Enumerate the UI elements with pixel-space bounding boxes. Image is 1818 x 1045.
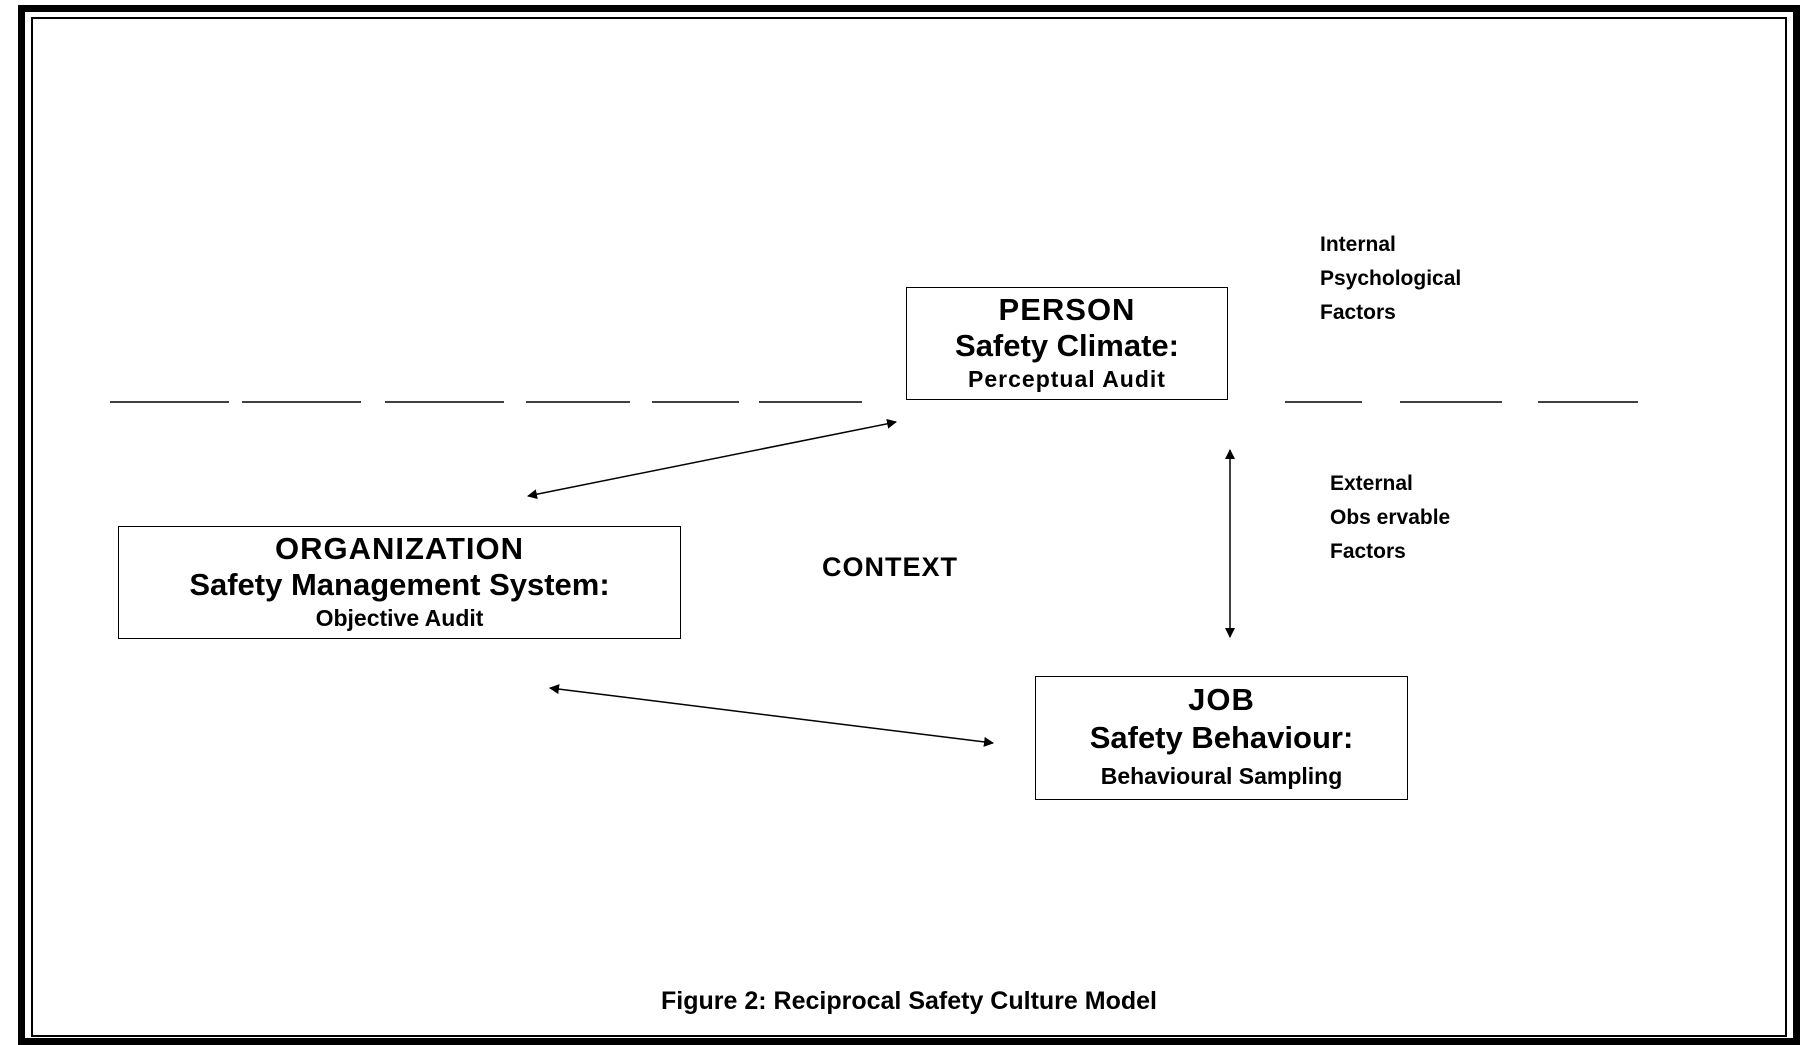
internal-factors-label: Internal Psychological Factors	[1320, 228, 1461, 330]
person-subtitle: Safety Climate:	[955, 328, 1179, 363]
external-factors-line: Factors	[1330, 540, 1406, 563]
organization-subtitle: Safety Management System:	[189, 567, 610, 602]
organization-title: ORGANIZATION	[274, 531, 525, 566]
external-factors-line: Obs ervable	[1330, 506, 1451, 529]
arrow-organization-person	[527, 418, 897, 500]
organization-detail: Objective Audit	[315, 605, 484, 631]
organization-box: ORGANIZATION Safety Management System: O…	[118, 526, 681, 639]
person-title: PERSON	[998, 292, 1136, 327]
person-box: PERSON Safety Climate: Perceptual Audit	[906, 287, 1228, 400]
arrow-organization-job	[549, 684, 994, 747]
external-factors-label: External Obs ervable Factors	[1330, 467, 1450, 569]
person-detail: Perceptual Audit	[968, 366, 1166, 392]
internal-factors-line: Internal	[1320, 233, 1396, 256]
job-subtitle: Safety Behaviour:	[1089, 720, 1354, 755]
internal-factors-line: Psychological	[1320, 267, 1462, 290]
job-detail: Behavioural Sampling	[1100, 763, 1343, 789]
internal-factors-line: Factors	[1320, 301, 1396, 324]
context-label: CONTEXT	[822, 552, 959, 582]
figure-caption: Figure 2: Reciprocal Safety Culture Mode…	[661, 987, 1157, 1015]
job-box: JOB Safety Behaviour: Behavioural Sampli…	[1035, 676, 1408, 800]
external-factors-line: External	[1330, 472, 1413, 495]
job-title: JOB	[1188, 682, 1255, 717]
